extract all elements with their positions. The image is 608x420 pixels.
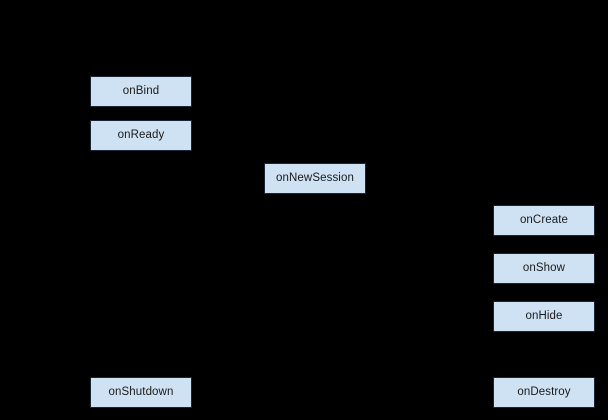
node-on-shutdown[interactable]: onShutdown [90,377,192,408]
node-on-show[interactable]: onShow [493,253,595,284]
node-on-new-session[interactable]: onNewSession [264,163,366,194]
node-on-hide[interactable]: onHide [493,301,595,332]
node-on-destroy[interactable]: onDestroy [493,377,595,408]
node-on-create[interactable]: onCreate [493,205,595,236]
node-on-bind[interactable]: onBind [90,76,192,107]
node-on-ready[interactable]: onReady [90,120,192,151]
